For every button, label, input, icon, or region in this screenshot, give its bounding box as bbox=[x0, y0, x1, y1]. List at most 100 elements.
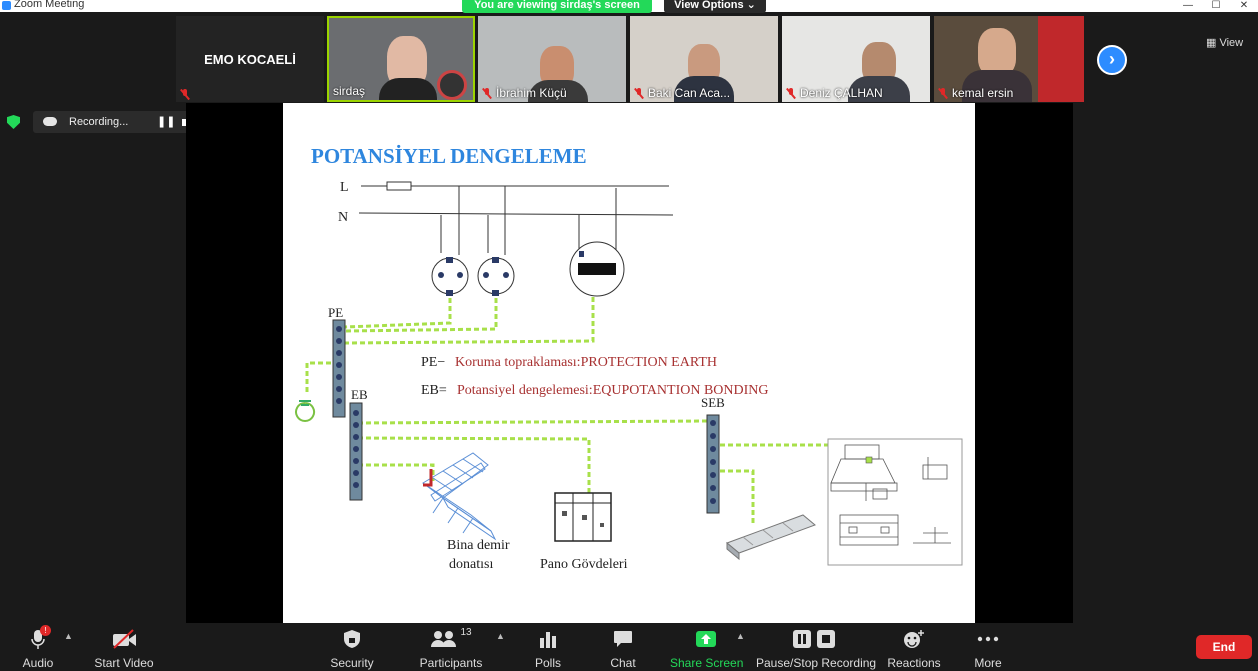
fuse-icon bbox=[386, 181, 412, 191]
mic-muted-icon bbox=[180, 89, 190, 100]
panel-label: Pano Gövdeleri bbox=[540, 557, 628, 572]
participant-tile[interactable]: kemal ersin bbox=[934, 16, 1084, 102]
window-title: Zoom Meeting bbox=[14, 0, 85, 10]
participant-name: kemal ersin bbox=[952, 86, 1014, 100]
participants-icon bbox=[431, 631, 457, 647]
participant-tile[interactable]: sirdaş bbox=[327, 16, 475, 102]
grid-icon: ▦ bbox=[1206, 37, 1220, 49]
shared-slide: POTANSİYEL DENGELEME L N bbox=[283, 103, 975, 623]
label-SEB: SEB bbox=[701, 395, 725, 410]
polls-button[interactable]: Polls bbox=[530, 627, 566, 670]
pause-stop-recording-label: Pause/Stop Recording bbox=[756, 656, 877, 670]
mic-muted-icon bbox=[634, 87, 644, 99]
maximize-button[interactable]: ☐ bbox=[1211, 0, 1221, 11]
pause-stop-recording-button[interactable]: Pause/Stop Recording bbox=[756, 627, 877, 670]
distribution-panel-icon bbox=[554, 492, 612, 542]
label-PE: PE bbox=[328, 305, 343, 320]
participant-tile[interactable]: İbrahim Küçü bbox=[478, 16, 626, 102]
rebar-label-line2: donatısı bbox=[449, 557, 493, 572]
share-options-caret[interactable]: ▲ bbox=[736, 631, 745, 641]
bonding-wires bbox=[305, 297, 863, 523]
definition-pe-value: Koruma topraklaması:PROTECTION EARTH bbox=[455, 355, 717, 370]
participants-count: 13 bbox=[460, 627, 472, 638]
foundation-technical-drawing bbox=[827, 438, 963, 566]
more-dots-icon bbox=[977, 636, 999, 642]
smiley-add-icon bbox=[904, 630, 924, 648]
close-button[interactable]: ✕ bbox=[1239, 0, 1249, 11]
share-screen-label: Share Screen bbox=[670, 656, 744, 670]
start-video-button[interactable]: Start Video bbox=[92, 627, 156, 670]
definition-eb-value: Potansiyel dengelemesi:EQUPOTANTION BOND… bbox=[457, 383, 769, 398]
socket-icon bbox=[477, 186, 515, 296]
cable-tray-icon bbox=[726, 514, 816, 561]
participant-gallery: EMO KOCAELİ sirdaş İbrahim Küçü Baki Can… bbox=[0, 14, 1258, 103]
participant-name: sirdaş bbox=[333, 84, 366, 98]
label-L: L bbox=[340, 180, 349, 195]
participants-options-caret[interactable]: ▲ bbox=[496, 631, 505, 641]
view-options-button[interactable]: View Options ⌄ bbox=[664, 0, 766, 13]
polls-label: Polls bbox=[534, 656, 561, 670]
security-button[interactable]: Security bbox=[328, 627, 376, 670]
stop-icon bbox=[817, 630, 835, 648]
meeting-toolbar: ! Audio ▲ Start Video Security 13 Partic… bbox=[0, 623, 1258, 671]
video-camera-off-icon bbox=[113, 629, 136, 649]
next-page-arrow-button[interactable]: › bbox=[1097, 45, 1127, 75]
participant-name: Deniz ÇALHAN bbox=[800, 86, 883, 100]
slide-diagram: POTANSİYEL DENGELEME L N bbox=[295, 144, 963, 572]
start-video-label: Start Video bbox=[94, 656, 154, 670]
minimize-button[interactable]: — bbox=[1183, 0, 1193, 11]
view-button[interactable]: ▦ View bbox=[1206, 37, 1244, 49]
zoom-app-icon bbox=[2, 1, 11, 10]
rebar-lattice-icon bbox=[422, 452, 497, 541]
security-shield-icon bbox=[7, 115, 20, 129]
label-N: N bbox=[338, 210, 348, 225]
label-EB: EB bbox=[351, 387, 368, 402]
recording-indicator: Recording... ❚❚ bbox=[33, 111, 193, 133]
host-name-card: EMO KOCAELİ bbox=[204, 52, 296, 67]
dartboard-icon bbox=[437, 70, 467, 100]
audio-options-caret[interactable]: ▲ bbox=[64, 631, 73, 641]
participant-video bbox=[978, 28, 1016, 76]
end-meeting-button[interactable]: End bbox=[1196, 635, 1252, 659]
mic-muted-icon bbox=[786, 87, 796, 99]
share-screen-button[interactable]: Share Screen bbox=[670, 627, 744, 670]
mic-muted-icon bbox=[938, 87, 948, 99]
cloud-recording-icon bbox=[43, 117, 57, 126]
participant-name: İbrahim Küçü bbox=[496, 86, 567, 100]
definition-pe-key: PE− bbox=[421, 355, 445, 370]
recording-label: Recording... bbox=[69, 116, 129, 128]
window-controls: — ☐ ✕ bbox=[1174, 0, 1258, 12]
participant-tile[interactable]: Baki Can Aca... bbox=[630, 16, 778, 102]
definition-eb-key: EB= bbox=[421, 383, 447, 398]
share-screen-icon bbox=[696, 631, 716, 647]
bar-chart-icon bbox=[540, 632, 556, 648]
stop-recording-button[interactable] bbox=[182, 119, 189, 126]
reactions-button[interactable]: Reactions bbox=[886, 627, 942, 670]
participant-tile-host[interactable]: EMO KOCAELİ bbox=[176, 16, 324, 102]
rebar-label-line1: Bina demir bbox=[447, 538, 510, 553]
participant-tile[interactable]: Deniz ÇALHAN bbox=[782, 16, 930, 102]
socket-icon bbox=[431, 186, 469, 296]
participants-label: Participants bbox=[419, 656, 483, 670]
shield-icon bbox=[344, 630, 360, 648]
pause-recording-button[interactable]: ❚❚ bbox=[157, 116, 176, 128]
chat-button[interactable]: Chat bbox=[604, 627, 642, 670]
reactions-label: Reactions bbox=[887, 656, 941, 670]
appliance-icon bbox=[569, 188, 625, 297]
more-label: More bbox=[974, 656, 1002, 670]
chat-bubble-icon bbox=[614, 631, 632, 647]
participant-name: Baki Can Aca... bbox=[648, 86, 731, 100]
mic-muted-icon bbox=[482, 87, 492, 99]
earth-ground-icon bbox=[295, 402, 316, 422]
pe-busbar bbox=[332, 319, 346, 418]
audio-alert-badge: ! bbox=[40, 625, 51, 636]
pause-icon bbox=[793, 630, 811, 648]
audio-button[interactable]: ! Audio bbox=[20, 625, 56, 670]
more-button[interactable]: More bbox=[970, 627, 1006, 670]
chat-label: Chat bbox=[610, 656, 636, 670]
viewing-screen-banner: You are viewing sirdaş's screen bbox=[462, 0, 652, 13]
participants-button[interactable]: 13 Participants bbox=[418, 627, 484, 670]
slide-title: POTANSİYEL DENGELEME bbox=[311, 144, 587, 168]
audio-label: Audio bbox=[22, 656, 54, 670]
security-label: Security bbox=[330, 656, 374, 670]
